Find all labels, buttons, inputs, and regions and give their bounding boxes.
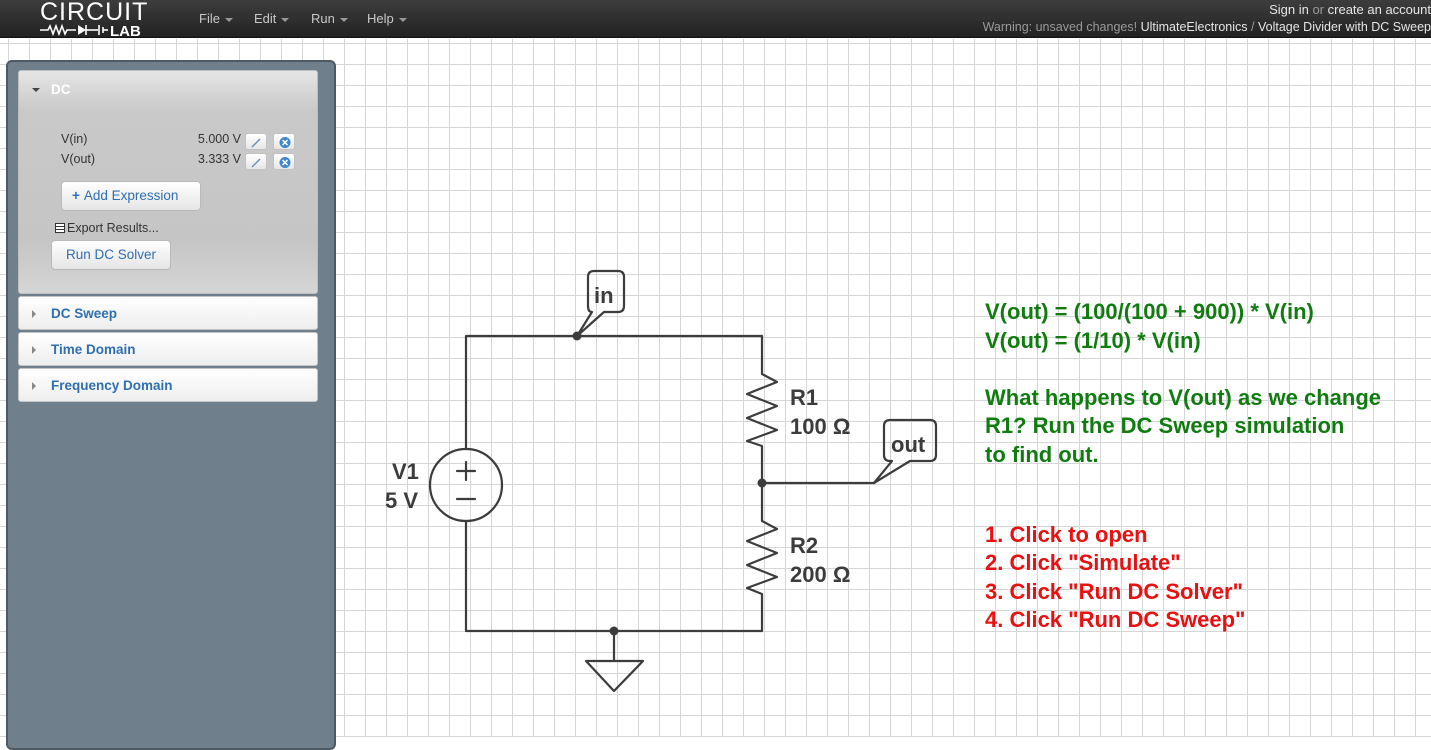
accordion-dc: DC V(in) 5.000 V V(out) 3.333 V +Add Exp… <box>18 70 318 294</box>
resistor-r2 <box>745 514 779 601</box>
menu-run-label: Run <box>311 11 335 26</box>
menu-help[interactable]: Help <box>367 11 407 26</box>
sign-in-link[interactable]: Sign in <box>1269 2 1309 17</box>
delete-expression-button[interactable] <box>273 153 295 170</box>
note-red-line-3: 3. Click "Run DC Solver" <box>985 579 1244 604</box>
voltage-source-v1 <box>428 447 504 523</box>
caret-down-icon <box>281 17 290 22</box>
resistor-r1 <box>745 366 779 453</box>
note-green-line-6: to find out. <box>985 442 1099 467</box>
junction-in <box>572 331 582 341</box>
logo-top-text: CIRCUIT <box>40 0 148 26</box>
menu-edit-label: Edit <box>254 11 277 26</box>
expression-value: 5.000 V <box>197 132 241 146</box>
menu-help-label: Help <box>367 11 394 26</box>
simulation-panel: DC V(in) 5.000 V V(out) 3.333 V +Add Exp… <box>6 60 336 750</box>
v1-value-label: 5 V <box>385 488 419 513</box>
wire-bottom <box>464 519 764 633</box>
menu-edit[interactable]: Edit <box>254 11 290 26</box>
accordion-time-domain[interactable]: Time Domain <box>18 332 318 366</box>
remove-icon <box>279 137 291 148</box>
add-expression-button[interactable]: +Add Expression <box>61 181 201 211</box>
logo-bottom-text: LAB <box>110 23 141 38</box>
edit-expression-button[interactable] <box>245 133 267 150</box>
accordion-dc-title[interactable]: DC <box>51 82 71 97</box>
breadcrumb-user-link[interactable]: UltimateElectronics <box>1140 20 1248 34</box>
ground-symbol <box>584 659 645 693</box>
note-green-line-2: V(out) = (1/10) * V(in) <box>985 328 1201 353</box>
delete-expression-button[interactable] <box>273 133 295 150</box>
accordion-frequency-domain[interactable]: Frequency Domain <box>18 368 318 402</box>
add-expression-label: Add Expression <box>83 188 179 203</box>
export-results-link[interactable]: Export Results... <box>55 221 159 235</box>
or-text: or <box>1312 2 1325 17</box>
circuitlab-logo[interactable]: CIRCUIT LAB <box>38 0 178 38</box>
r2-value-label: 200 Ω <box>790 562 851 587</box>
document-status: Warning: unsaved changes! UltimateElectr… <box>983 20 1431 34</box>
pencil-icon <box>251 158 261 168</box>
top-navbar: CIRCUIT LAB File Edit Run Help Sign in o… <box>0 0 1431 38</box>
edit-expression-button[interactable] <box>245 153 267 170</box>
net-label-out[interactable]: out <box>891 432 926 457</box>
breadcrumb-title[interactable]: Voltage Divider with DC Sweep <box>1258 20 1431 34</box>
export-results-label: Export Results... <box>67 221 159 235</box>
breadcrumb-separator: / <box>1251 20 1255 34</box>
expression-name: V(in) <box>61 132 88 146</box>
junction-ground <box>609 626 619 636</box>
wire-top <box>464 334 764 451</box>
v1-name-label: V1 <box>392 459 419 484</box>
junction-out <box>757 478 767 488</box>
caret-down-icon <box>224 17 233 22</box>
list-icon <box>55 223 65 233</box>
expanded-arrow-icon[interactable] <box>32 88 40 92</box>
expression-name: V(out) <box>61 152 96 166</box>
schematic-drawing[interactable] <box>0 39 1431 737</box>
net-label-in-box <box>575 269 626 338</box>
collapsed-arrow-icon <box>32 382 36 390</box>
remove-icon <box>279 157 291 168</box>
expression-value: 3.333 V <box>197 152 241 166</box>
net-label-in[interactable]: in <box>594 283 614 308</box>
collapsed-arrow-icon <box>32 346 36 354</box>
accordion-dc-sweep-title: DC Sweep <box>51 306 118 321</box>
note-red-line-1: 1. Click to open <box>985 522 1148 547</box>
create-account-link[interactable]: create an account <box>1327 2 1431 17</box>
run-dc-solver-button[interactable]: Run DC Solver <box>51 240 171 270</box>
note-red-line-2: 2. Click "Simulate" <box>985 550 1181 575</box>
account-links: Sign in or create an account <box>1269 2 1431 17</box>
collapsed-arrow-icon <box>32 310 36 318</box>
pencil-icon <box>251 138 261 148</box>
menu-file-label: File <box>199 11 220 26</box>
accordion-dc-sweep[interactable]: DC Sweep <box>18 296 318 330</box>
accordion-frequency-domain-title: Frequency Domain <box>51 378 173 393</box>
caret-down-icon <box>398 17 407 22</box>
r1-name-label: R1 <box>790 385 819 410</box>
menu-file[interactable]: File <box>199 11 233 26</box>
note-red-line-4: 4. Click "Run DC Sweep" <box>985 607 1246 632</box>
accordion-time-domain-title: Time Domain <box>51 342 136 357</box>
caret-down-icon <box>339 17 348 22</box>
menu-run[interactable]: Run <box>311 11 348 26</box>
r2-name-label: R2 <box>790 533 819 558</box>
note-green-line-5: R1? Run the DC Sweep simulation <box>985 413 1345 438</box>
plus-icon: + <box>72 188 80 203</box>
net-label-out-box <box>872 418 938 485</box>
note-green-line-4: What happens to V(out) as we change <box>985 385 1382 410</box>
run-dc-solver-label: Run DC Solver <box>65 247 157 262</box>
unsaved-warning: Warning: unsaved changes! <box>982 20 1138 34</box>
note-green-line-1: V(out) = (100/(100 + 900)) * V(in) <box>985 299 1314 324</box>
r1-value-label: 100 Ω <box>790 414 851 439</box>
